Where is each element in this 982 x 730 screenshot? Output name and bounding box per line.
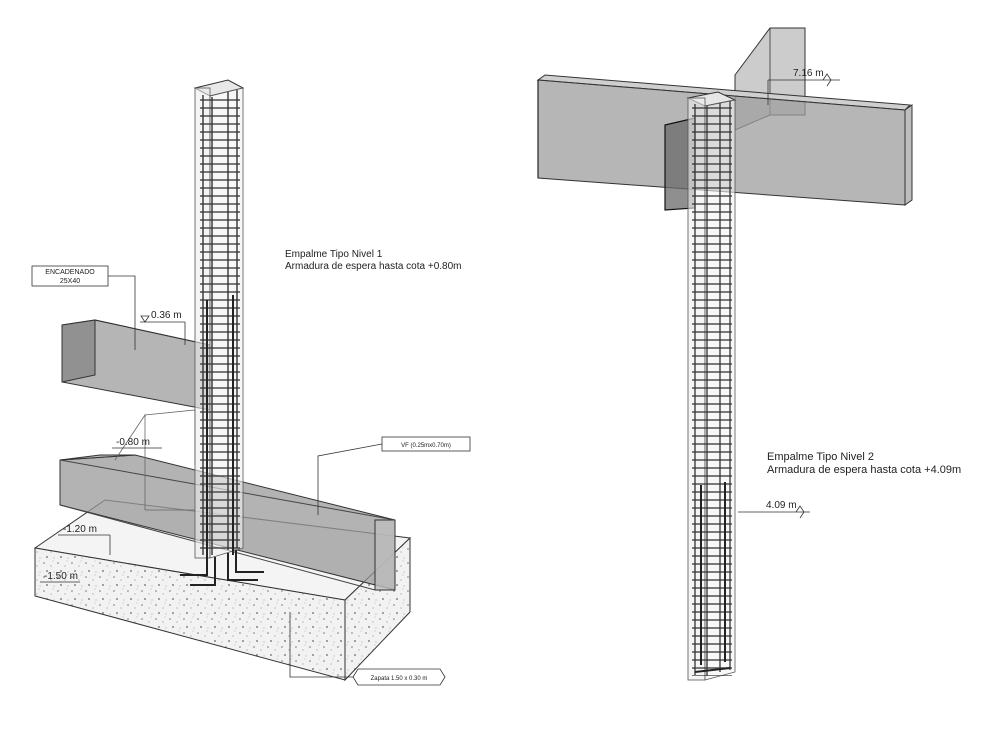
left-caption-title: Empalme Tipo Nivel 1 — [285, 249, 383, 260]
encadenado-tag: ENCADENADO 25X40 — [31, 265, 136, 350]
level-marker-409: 4.09 m — [738, 500, 810, 519]
vf-tag: VF (0.25mx0.70m) — [317, 436, 471, 515]
level-036-label: 0.36 m — [151, 310, 182, 321]
level-marker-120: -1.20 m — [58, 524, 111, 555]
right-drawing: 7.16 m 4.09 m Empalme Tipo Nivel 2 Armad… — [536, 27, 961, 681]
level-marker-716: 7.16 m — [767, 68, 840, 105]
level-150-label: -1.50 m — [44, 571, 78, 582]
encadenado-tag-line2: 25X40 — [60, 278, 80, 285]
right-column — [686, 91, 737, 681]
level-marker-080: -0.80 m — [112, 437, 162, 449]
level-716-label: 7.16 m — [793, 68, 824, 79]
level-409-label: 4.09 m — [766, 500, 797, 511]
level-120-label: -1.20 m — [63, 524, 97, 535]
level-marker-036: 0.36 m — [140, 310, 186, 345]
encadenado-tag-line1: ENCADENADO — [45, 269, 95, 276]
vf-tag-label: VF (0.25mx0.70m) — [401, 443, 451, 449]
encadenado-beam — [61, 319, 211, 411]
footing-tag-label: Zapata 1.50 x 0.30 m — [371, 676, 428, 682]
level-marker-150: -1.50 m — [40, 571, 80, 583]
right-caption-title: Empalme Tipo Nivel 2 — [767, 451, 874, 463]
left-drawing: 0.36 m -0.80 m -1.20 m -1.50 m ENCADENAD… — [31, 79, 471, 686]
left-column — [180, 79, 264, 586]
right-caption-sub: Armadura de espera hasta cota +4.09m — [767, 464, 961, 476]
left-caption-sub: Armadura de espera hasta cota +0.80m — [285, 261, 462, 272]
level-080-label: -0.80 m — [116, 437, 150, 448]
footing-tag: Zapata 1.50 x 0.30 m — [289, 612, 446, 686]
